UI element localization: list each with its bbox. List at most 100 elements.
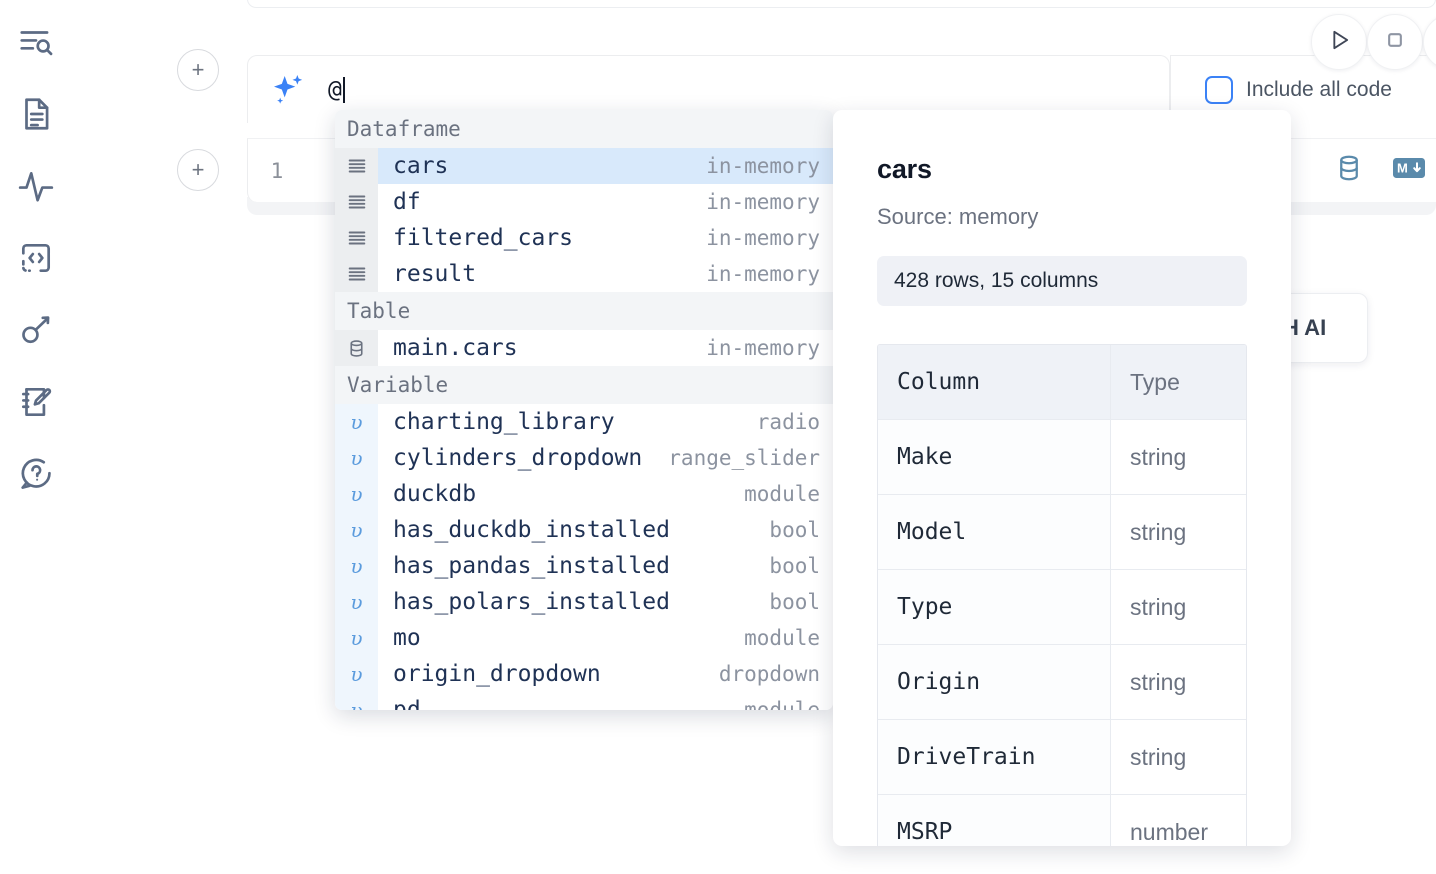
doc-column-name: DriveTrain — [878, 720, 1111, 794]
table-database-icon — [335, 330, 378, 366]
sidebar-item-scratchpad-edit[interactable] — [12, 378, 60, 426]
autocomplete-item-label: filtered_cars — [393, 225, 574, 251]
variable-icon: υ — [335, 656, 378, 692]
run-button[interactable] — [1311, 14, 1367, 70]
include-all-code-label: Include all code — [1246, 77, 1392, 101]
notebook-panel-top-edge — [247, 0, 1436, 8]
dataframe-icon — [335, 220, 378, 256]
scratchpad-edit-icon — [17, 383, 55, 421]
sidebar-item-file-explorer-search[interactable] — [12, 18, 60, 66]
svg-text:M: M — [1397, 161, 1408, 176]
variable-icon: υ — [335, 548, 378, 584]
autocomplete-item-type: bool — [769, 590, 820, 614]
autocomplete-item-type: range_slider — [668, 446, 820, 470]
add-cell-button-below[interactable]: + — [177, 149, 219, 191]
autocomplete-item-type: bool — [769, 518, 820, 542]
autocomplete-group-header: Dataframe — [335, 110, 833, 148]
dataframe-icon — [335, 148, 378, 184]
markdown-icon[interactable]: M — [1392, 155, 1426, 186]
autocomplete-item-label: has_pandas_installed — [393, 553, 670, 579]
doc-column-type: string — [1111, 570, 1246, 644]
sidebar-rail — [0, 0, 72, 874]
doc-table-header-cell: Column — [878, 345, 1111, 419]
secrets-key-icon — [17, 311, 55, 349]
doc-column-type: number — [1111, 795, 1246, 846]
sidebar-item-help-chat[interactable] — [12, 450, 60, 498]
autocomplete-item-type: radio — [756, 410, 820, 434]
autocomplete-group-header: Variable — [335, 366, 833, 404]
line-number: 1 — [270, 158, 284, 183]
doc-source: Source: memory — [877, 204, 1039, 229]
autocomplete-item-label: duckdb — [393, 481, 477, 507]
autocomplete-item-type: module — [744, 626, 820, 650]
doc-title: cars — [877, 154, 932, 184]
ai-prompt-value: @ — [328, 76, 342, 103]
variable-icon: υ — [335, 404, 378, 440]
stop-square-icon — [1381, 26, 1409, 59]
doc-column-name: Type — [878, 570, 1111, 644]
doc-table-header-cell: Type — [1111, 345, 1246, 419]
variable-icon: υ — [335, 620, 378, 656]
code-snippets-icon — [17, 239, 55, 277]
autocomplete-item-label: pd — [393, 697, 421, 710]
autocomplete-item-label: has_polars_installed — [393, 589, 670, 615]
autocomplete-item[interactable]: υ has_pandas_installed bool — [335, 548, 833, 584]
document-outline-icon — [17, 95, 55, 133]
autocomplete-item[interactable]: υ pd module — [335, 692, 833, 710]
dataframe-icon — [335, 256, 378, 292]
sidebar-item-code-snippets[interactable] — [12, 234, 60, 282]
completion-docs-panel: cars Source: memory 428 rows, 15 columns… — [833, 110, 1291, 846]
variable-icon: υ — [335, 476, 378, 512]
doc-shape-badge: 428 rows, 15 columns — [877, 256, 1247, 306]
activity-variables-icon — [17, 167, 55, 205]
autocomplete-item-type: in-memory — [706, 190, 820, 214]
sidebar-item-secrets-key[interactable] — [12, 306, 60, 354]
autocomplete-item-label: mo — [393, 625, 421, 651]
autocomplete-item-type: module — [744, 698, 820, 710]
doc-column-name: Origin — [878, 645, 1111, 719]
play-icon — [1325, 26, 1353, 59]
ai-prompt-input[interactable]: @ — [310, 68, 1169, 112]
add-cell-button-above[interactable]: + — [177, 49, 219, 91]
file-explorer-search-icon — [17, 23, 55, 61]
include-all-code-checkbox[interactable] — [1205, 75, 1233, 104]
help-chat-icon — [17, 455, 55, 493]
autocomplete-item-label: result — [393, 261, 477, 287]
database-icon[interactable] — [1334, 153, 1364, 188]
autocomplete-item[interactable]: cars in-memory — [335, 148, 833, 184]
sidebar-item-document-outline[interactable] — [12, 90, 60, 138]
autocomplete-group-header: Table — [335, 292, 833, 330]
autocomplete-item-label: cylinders_dropdown — [393, 445, 643, 471]
autocomplete-item-type: bool — [769, 554, 820, 578]
autocomplete-item-type: in-memory — [706, 336, 820, 360]
doc-column-type: string — [1111, 645, 1246, 719]
stop-button[interactable] — [1367, 14, 1423, 70]
sidebar-item-activity-variables[interactable] — [12, 162, 60, 210]
autocomplete-item-label: cars — [393, 153, 449, 179]
variable-icon: υ — [335, 692, 378, 710]
autocomplete-item-type: module — [744, 482, 820, 506]
autocomplete-item-type: in-memory — [706, 154, 820, 178]
doc-column-name: Make — [878, 420, 1111, 494]
